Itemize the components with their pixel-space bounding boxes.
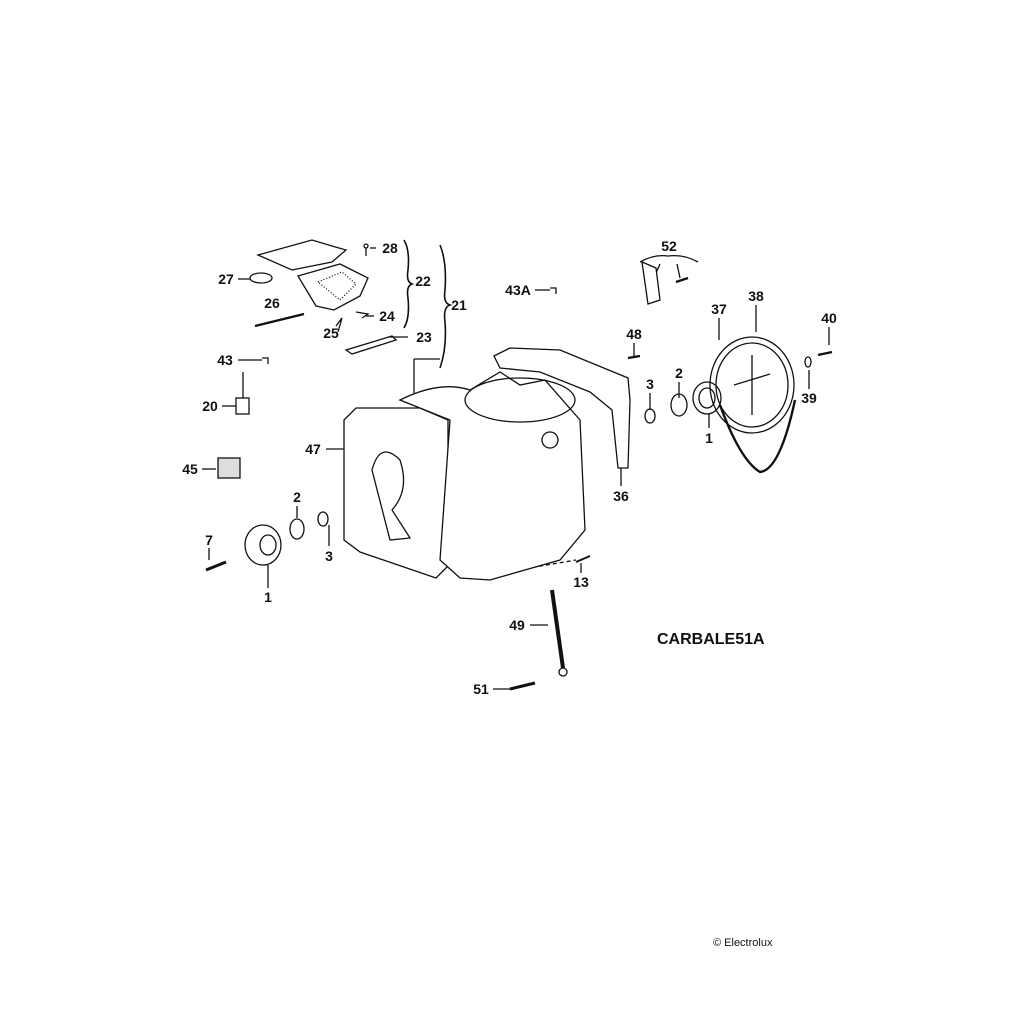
part-label-49: 49: [509, 617, 525, 633]
part-label-2-right: 2: [675, 365, 683, 381]
part-label-37: 37: [711, 301, 727, 317]
part-label-7: 7: [205, 532, 213, 548]
part-label-1-left: 1: [264, 589, 272, 605]
diagram-code: CARBALE51A: [657, 631, 765, 648]
part-label-28: 28: [382, 240, 398, 256]
part-label-13: 13: [573, 574, 589, 590]
brace-22: [403, 239, 415, 329]
part-label-23: 23: [416, 329, 432, 345]
part-label-24: 24: [379, 308, 395, 324]
part-label-25: 25: [323, 325, 339, 341]
part-label-26: 26: [264, 295, 280, 311]
part-label-3-right: 3: [646, 376, 654, 392]
part-label-36: 36: [613, 488, 629, 504]
part-label-43A: 43A: [505, 282, 531, 298]
part-label-45: 45: [182, 461, 198, 477]
part-label-1-right: 1: [705, 430, 713, 446]
part-label-47: 47: [305, 441, 321, 457]
part-label-2-left: 2: [293, 489, 301, 505]
part-label-52: 52: [661, 238, 677, 254]
copyright-notice: © Electrolux: [713, 937, 773, 949]
part-label-51: 51: [473, 681, 489, 697]
part-label-20: 20: [202, 398, 218, 414]
part-label-40: 40: [821, 310, 837, 326]
part-label-3-left: 3: [325, 548, 333, 564]
part-label-48: 48: [626, 326, 642, 342]
part-label-39: 39: [801, 390, 817, 406]
brace-21: [439, 244, 453, 369]
part-label-21: 21: [451, 297, 467, 313]
part-label-27: 27: [218, 271, 234, 287]
part-label-22: 22: [415, 273, 431, 289]
part-label-43: 43: [217, 352, 233, 368]
part-label-38: 38: [748, 288, 764, 304]
